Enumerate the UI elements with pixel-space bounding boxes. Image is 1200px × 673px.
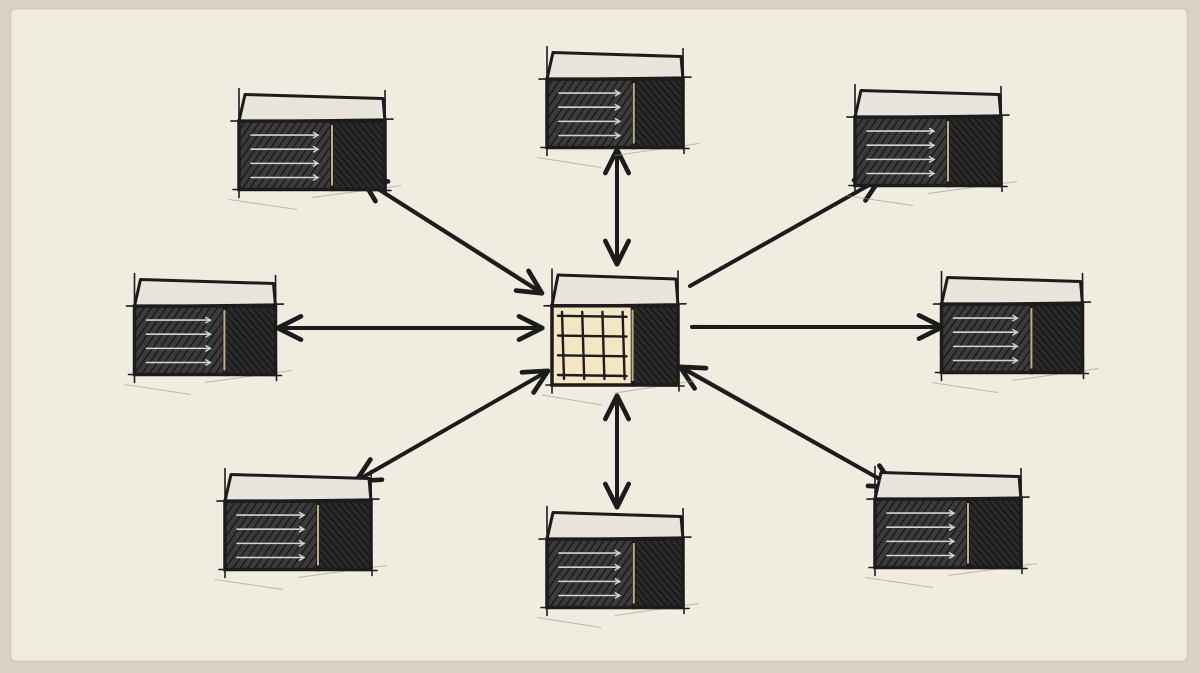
node-box-node-bottom-right (864, 465, 1038, 588)
data-lines-icon (558, 549, 622, 600)
data-lines-icon (866, 127, 936, 178)
node-box-node-right (931, 270, 1099, 393)
data-lines-icon (250, 131, 320, 182)
arrow-node-bottom-left (353, 368, 551, 484)
arrow-node-top-left (359, 176, 545, 296)
data-lines-icon (952, 314, 1019, 365)
arrow-node-top-right (688, 176, 883, 288)
node-box-node-top-left (228, 87, 402, 210)
hub-node (541, 268, 695, 406)
node-box-node-bottom-left (214, 467, 388, 590)
hub-box (541, 268, 695, 406)
data-lines-icon (886, 509, 956, 560)
node-box-node-top-right (844, 83, 1018, 206)
arrow-node-bottom (603, 393, 631, 510)
node-box-node-left (124, 272, 292, 395)
data-lines-icon (145, 316, 212, 367)
data-lines-icon (558, 89, 622, 140)
arrow-node-left (275, 314, 545, 342)
node-box-node-bottom (536, 505, 700, 628)
data-lines-icon (236, 511, 306, 562)
grid-box-icon (556, 310, 628, 381)
network-nodes (124, 45, 1099, 628)
arrow-node-bottom-right (677, 364, 897, 490)
connection-arrows (275, 147, 945, 510)
arrow-node-top (603, 147, 631, 267)
node-box-node-top (536, 45, 700, 168)
arrow-node-right (690, 313, 945, 341)
